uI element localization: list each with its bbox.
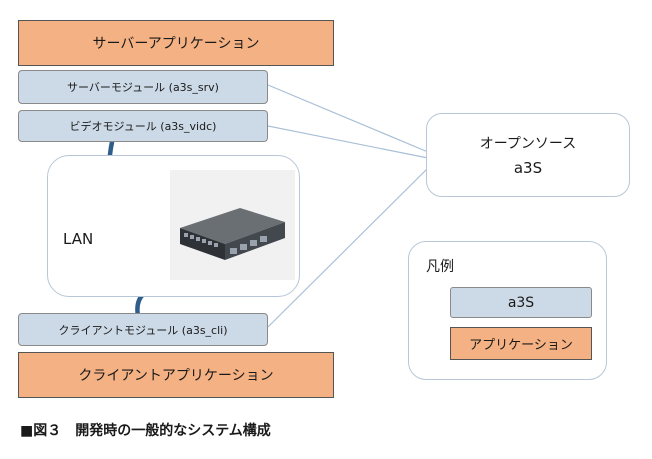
connector-video-module: [267, 125, 429, 159]
open-source-title: オープンソース: [479, 136, 577, 152]
client-application-box: クライアントアプリケーション: [18, 352, 334, 398]
server-module-box: サーバーモジュール (a3s_srv): [18, 70, 268, 104]
server-application-box: サーバーアプリケーション: [18, 20, 334, 66]
legend-a3s-swatch: a3S: [450, 287, 592, 318]
client-module-box: クライアントモジュール (a3s_cli): [18, 313, 268, 346]
lan-label: LAN: [63, 230, 94, 248]
network-switch-icon: [170, 170, 295, 280]
legend-title: 凡例: [426, 259, 454, 275]
open-source-box: オープンソース a3S: [426, 113, 630, 197]
legend-application-swatch: アプリケーション: [450, 327, 592, 360]
video-module-box: ビデオモジュール (a3s_vidc): [18, 110, 268, 142]
open-source-name: a3S: [513, 159, 543, 177]
connector-client-module: [267, 167, 429, 328]
connector-server-module: [267, 84, 429, 153]
figure-caption: ■図３ 開発時の一般的なシステム構成: [20, 423, 271, 439]
